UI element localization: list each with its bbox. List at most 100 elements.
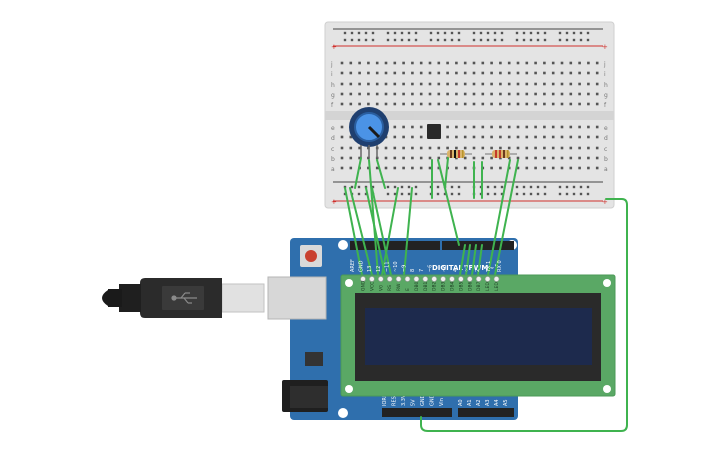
rail-hole[interactable] <box>572 192 576 196</box>
breadboard-hole[interactable] <box>569 156 573 160</box>
breadboard-hole[interactable] <box>419 92 423 96</box>
breadboard-hole[interactable] <box>516 61 520 65</box>
breadboard-hole[interactable] <box>402 135 405 139</box>
breadboard-hole[interactable] <box>516 92 520 96</box>
breadboard-hole[interactable] <box>578 156 581 160</box>
breadboard-hole[interactable] <box>490 125 493 129</box>
lcd-pin[interactable] <box>431 276 438 282</box>
breadboard-hole[interactable] <box>481 92 485 96</box>
breadboard-hole[interactable] <box>569 71 573 75</box>
breadboard-hole[interactable] <box>437 156 441 160</box>
breadboard-hole[interactable] <box>543 166 546 170</box>
breadboard-hole[interactable] <box>595 102 599 106</box>
breadboard-hole[interactable] <box>472 61 476 65</box>
rail-hole[interactable] <box>579 185 583 189</box>
breadboard-hole[interactable] <box>595 125 599 129</box>
breadboard-hole[interactable] <box>551 61 555 65</box>
breadboard-hole[interactable] <box>578 146 581 150</box>
breadboard-hole[interactable] <box>543 82 546 86</box>
rail-hole[interactable] <box>414 192 418 196</box>
rail-hole[interactable] <box>371 185 375 189</box>
breadboard-hole[interactable] <box>455 71 458 75</box>
breadboard-hole[interactable] <box>340 102 344 106</box>
breadboard-hole[interactable] <box>516 166 520 170</box>
rail-hole[interactable] <box>536 192 540 196</box>
rail-hole[interactable] <box>522 185 526 189</box>
breadboard-hole[interactable] <box>551 156 555 160</box>
breadboard-hole[interactable] <box>525 166 529 170</box>
rail-hole[interactable] <box>529 192 533 196</box>
rail-hole[interactable] <box>486 31 490 35</box>
breadboard-hole[interactable] <box>587 166 590 170</box>
rail-hole[interactable] <box>565 192 569 196</box>
rail-hole[interactable] <box>386 31 390 35</box>
breadboard-hole[interactable] <box>551 102 555 106</box>
breadboard-hole[interactable] <box>551 146 555 150</box>
breadboard-hole[interactable] <box>411 71 414 75</box>
breadboard-hole[interactable] <box>455 125 458 129</box>
rail-hole[interactable] <box>343 31 347 35</box>
breadboard-hole[interactable] <box>358 102 361 106</box>
breadboard-hole[interactable] <box>437 82 441 86</box>
ic-chip[interactable] <box>427 124 441 139</box>
rail-hole[interactable] <box>429 31 433 35</box>
breadboard-hole[interactable] <box>384 61 388 65</box>
breadboard-hole[interactable] <box>543 71 546 75</box>
breadboard-hole[interactable] <box>455 146 458 150</box>
breadboard-hole[interactable] <box>560 166 564 170</box>
rail-hole[interactable] <box>536 31 540 35</box>
breadboard-hole[interactable] <box>393 102 397 106</box>
breadboard-hole[interactable] <box>569 82 573 86</box>
rail-hole[interactable] <box>343 185 347 189</box>
breadboard-hole[interactable] <box>455 92 458 96</box>
breadboard-hole[interactable] <box>507 135 511 139</box>
rail-hole[interactable] <box>400 38 404 42</box>
breadboard-hole[interactable] <box>437 166 441 170</box>
rail-hole[interactable] <box>371 38 375 42</box>
breadboard-hole[interactable] <box>367 92 370 96</box>
breadboard-hole[interactable] <box>499 135 502 139</box>
rail-hole[interactable] <box>414 38 418 42</box>
breadboard-hole[interactable] <box>367 102 370 106</box>
rail-hole[interactable] <box>536 38 540 42</box>
wire[interactable] <box>376 159 386 189</box>
breadboard-hole[interactable] <box>516 135 520 139</box>
breadboard-hole[interactable] <box>463 92 467 96</box>
breadboard-hole[interactable] <box>587 102 590 106</box>
rail-hole[interactable] <box>436 31 440 35</box>
lcd-pin[interactable] <box>386 276 393 282</box>
rail-hole[interactable] <box>558 31 562 35</box>
rail-hole[interactable] <box>350 38 354 42</box>
digital-header-right[interactable] <box>442 241 514 250</box>
breadboard-hole[interactable] <box>437 102 441 106</box>
breadboard-hole[interactable] <box>402 156 405 160</box>
breadboard-hole[interactable] <box>551 71 555 75</box>
breadboard-hole[interactable] <box>419 61 423 65</box>
breadboard-hole[interactable] <box>419 156 423 160</box>
rail-hole[interactable] <box>558 192 562 196</box>
breadboard-hole[interactable] <box>463 71 467 75</box>
breadboard-hole[interactable] <box>340 125 344 129</box>
rail-hole[interactable] <box>407 31 411 35</box>
rail-hole[interactable] <box>429 38 433 42</box>
breadboard-hole[interactable] <box>358 71 361 75</box>
breadboard-hole[interactable] <box>340 71 344 75</box>
rail-hole[interactable] <box>357 38 361 42</box>
breadboard-hole[interactable] <box>393 146 397 150</box>
lcd-pin[interactable] <box>360 276 366 282</box>
breadboard-hole[interactable] <box>428 71 432 75</box>
rail-hole[interactable] <box>414 31 418 35</box>
breadboard-hole[interactable] <box>393 135 397 139</box>
breadboard-hole[interactable] <box>543 156 546 160</box>
breadboard-hole[interactable] <box>393 156 397 160</box>
breadboard-hole[interactable] <box>472 92 476 96</box>
breadboard-hole[interactable] <box>587 135 590 139</box>
breadboard-hole[interactable] <box>472 125 476 129</box>
breadboard-hole[interactable] <box>375 166 379 170</box>
breadboard-hole[interactable] <box>463 166 467 170</box>
breadboard-hole[interactable] <box>578 71 581 75</box>
breadboard-hole[interactable] <box>375 102 379 106</box>
rail-hole[interactable] <box>586 185 590 189</box>
rail-hole[interactable] <box>515 192 519 196</box>
